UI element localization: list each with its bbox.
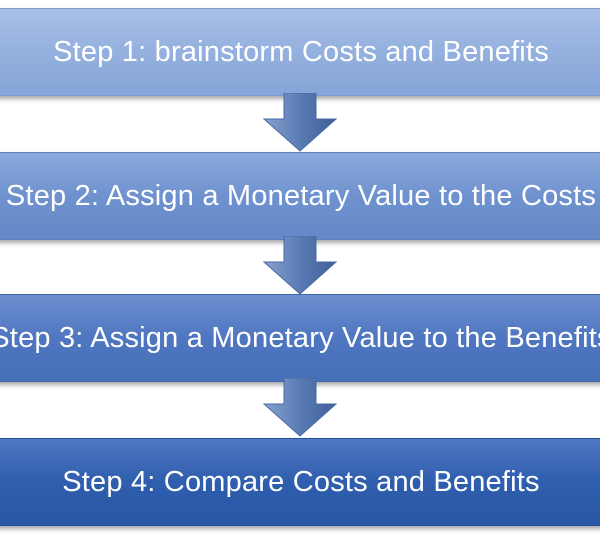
- step-3-box: Step 3: Assign a Monetary Value to the B…: [0, 294, 600, 382]
- step-2-box: Step 2: Assign a Monetary Value to the C…: [0, 152, 600, 240]
- step-1-box: Step 1: brainstorm Costs and Benefits: [0, 8, 600, 96]
- step-3-label: Step 3: Assign a Monetary Value to the B…: [0, 321, 600, 354]
- down-arrow-icon: [262, 93, 338, 152]
- down-arrow-icon: [262, 236, 338, 295]
- step-4-box: Step 4: Compare Costs and Benefits: [0, 438, 600, 526]
- step-4-label: Step 4: Compare Costs and Benefits: [62, 465, 540, 498]
- down-arrow-icon: [262, 378, 338, 437]
- step-2-label: Step 2: Assign a Monetary Value to the C…: [5, 179, 597, 212]
- step-1-label: Step 1: brainstorm Costs and Benefits: [53, 35, 549, 68]
